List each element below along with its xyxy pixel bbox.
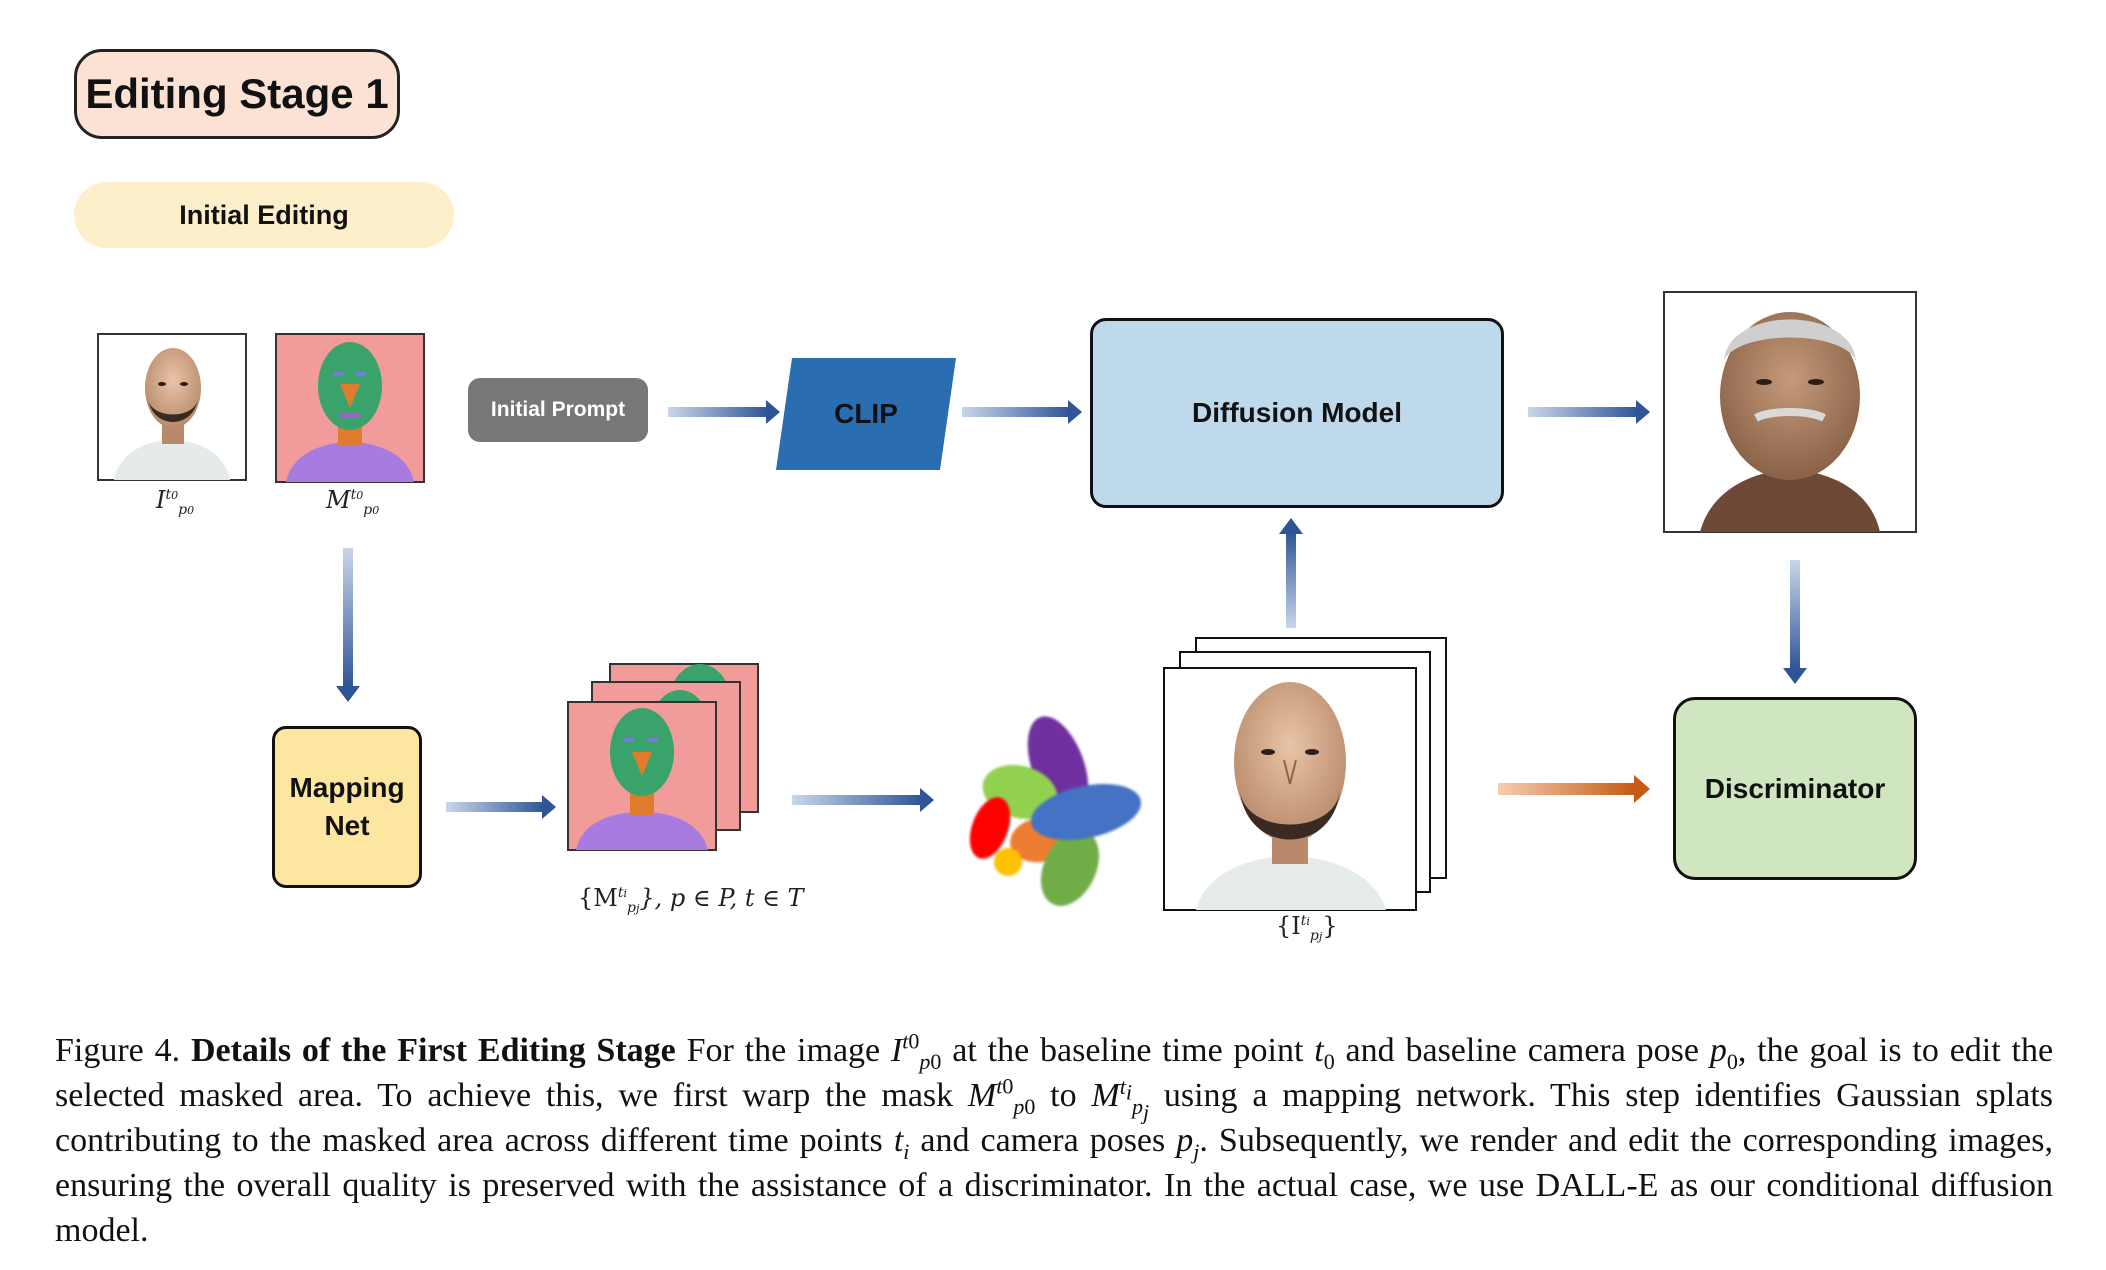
caption-text-6: using a mapping network. This step ident…	[55, 1077, 2053, 1159]
input-image-base: I	[156, 486, 166, 514]
discriminator-box: Discriminator	[1673, 697, 1917, 880]
caption-text-5: to	[1050, 1077, 1077, 1114]
rendered-images-prefix: {I	[1276, 912, 1301, 940]
rendered-images-label: {Itipj}	[1276, 912, 1338, 944]
caption-text-4: , the goal is to edit the selected maske…	[55, 1032, 2054, 1114]
warped-masks-supsub: i	[623, 887, 628, 900]
arrow-renders-to-discriminator	[1498, 775, 1650, 803]
clip-shape	[776, 358, 956, 470]
warped-masks-stack	[567, 663, 759, 851]
caption-figure-label: Figure 4.	[55, 1032, 181, 1069]
warped-masks-subsub: j	[635, 901, 640, 915]
input-mask-sub: p	[363, 501, 373, 518]
input-mask-base: M	[326, 486, 351, 514]
diffusion-model-box: Diffusion Model	[1090, 318, 1504, 508]
caption-text-8: . Subsequently, we render and edit the c…	[55, 1122, 2054, 1249]
input-image-sub: p	[178, 501, 188, 518]
caption-text-7: and camera poses	[920, 1122, 1166, 1159]
mapping-net-line1: Mapping	[289, 772, 405, 803]
rendered-images-suffix: }	[1322, 912, 1338, 940]
rendered-images-stack	[1163, 637, 1447, 911]
rendered-images-subsub: j	[1318, 929, 1323, 943]
arrow-mask-to-mapping	[336, 548, 360, 702]
input-mask-supsub: 0	[356, 489, 364, 502]
input-face-photo	[97, 333, 247, 481]
mapping-net-line2: Net	[324, 810, 370, 841]
arrow-renders-to-diffusion	[1279, 518, 1303, 628]
clip-text: CLIP	[834, 398, 898, 429]
initial-editing-label: Initial Editing	[74, 182, 454, 248]
input-mask-subsub: 0	[372, 503, 380, 517]
arrow-masks-to-splats	[792, 788, 934, 812]
input-mask-image	[275, 333, 425, 483]
initial-prompt-box: Initial Prompt	[468, 378, 648, 442]
clip-label: CLIP	[776, 358, 956, 470]
diagram-canvas	[97, 291, 1917, 911]
warped-masks-prefix: {M	[578, 884, 618, 912]
warped-masks-suffix: }, p ∈ P, t ∈ T	[639, 884, 804, 912]
input-image-sup: t	[165, 487, 172, 503]
gaussian-splats-icon	[969, 716, 1142, 906]
aged-output-photo	[1663, 291, 1917, 533]
input-mask-label: Mt0p0	[326, 486, 379, 518]
input-image-subsub: 0	[187, 503, 195, 517]
arrow-clip-to-diffusion	[962, 400, 1082, 424]
warped-masks-sup: t	[617, 885, 624, 901]
mapping-net-box: Mapping Net	[272, 726, 422, 888]
arrow-diffusion-to-output	[1528, 400, 1650, 424]
warped-masks-label: {Mtipj}, p ∈ P, t ∈ T	[578, 884, 804, 916]
rendered-images-sub: p	[1309, 927, 1319, 944]
caption-text-1: For the image	[686, 1032, 881, 1069]
input-image-supsub: 0	[171, 489, 179, 502]
figure-caption: Figure 4. Details of the First Editing S…	[55, 1028, 2054, 1249]
caption-title: Details of the First Editing Stage	[190, 1032, 676, 1069]
caption-text-3: and baseline camera pose	[1345, 1032, 1699, 1069]
input-image-label: It0p0	[156, 486, 194, 518]
input-mask-sup: t	[350, 487, 357, 503]
warped-masks-sub: p	[627, 899, 636, 916]
stage-title: Editing Stage 1	[74, 49, 400, 139]
rendered-images-supsub: i	[1306, 915, 1310, 928]
rendered-images-sup: t	[1300, 913, 1307, 929]
arrow-mapping-to-masks	[446, 795, 556, 819]
arrow-output-to-discriminator	[1783, 560, 1807, 684]
caption-text-2: at the baseline time point	[952, 1032, 1304, 1069]
arrow-prompt-to-clip	[668, 400, 780, 424]
